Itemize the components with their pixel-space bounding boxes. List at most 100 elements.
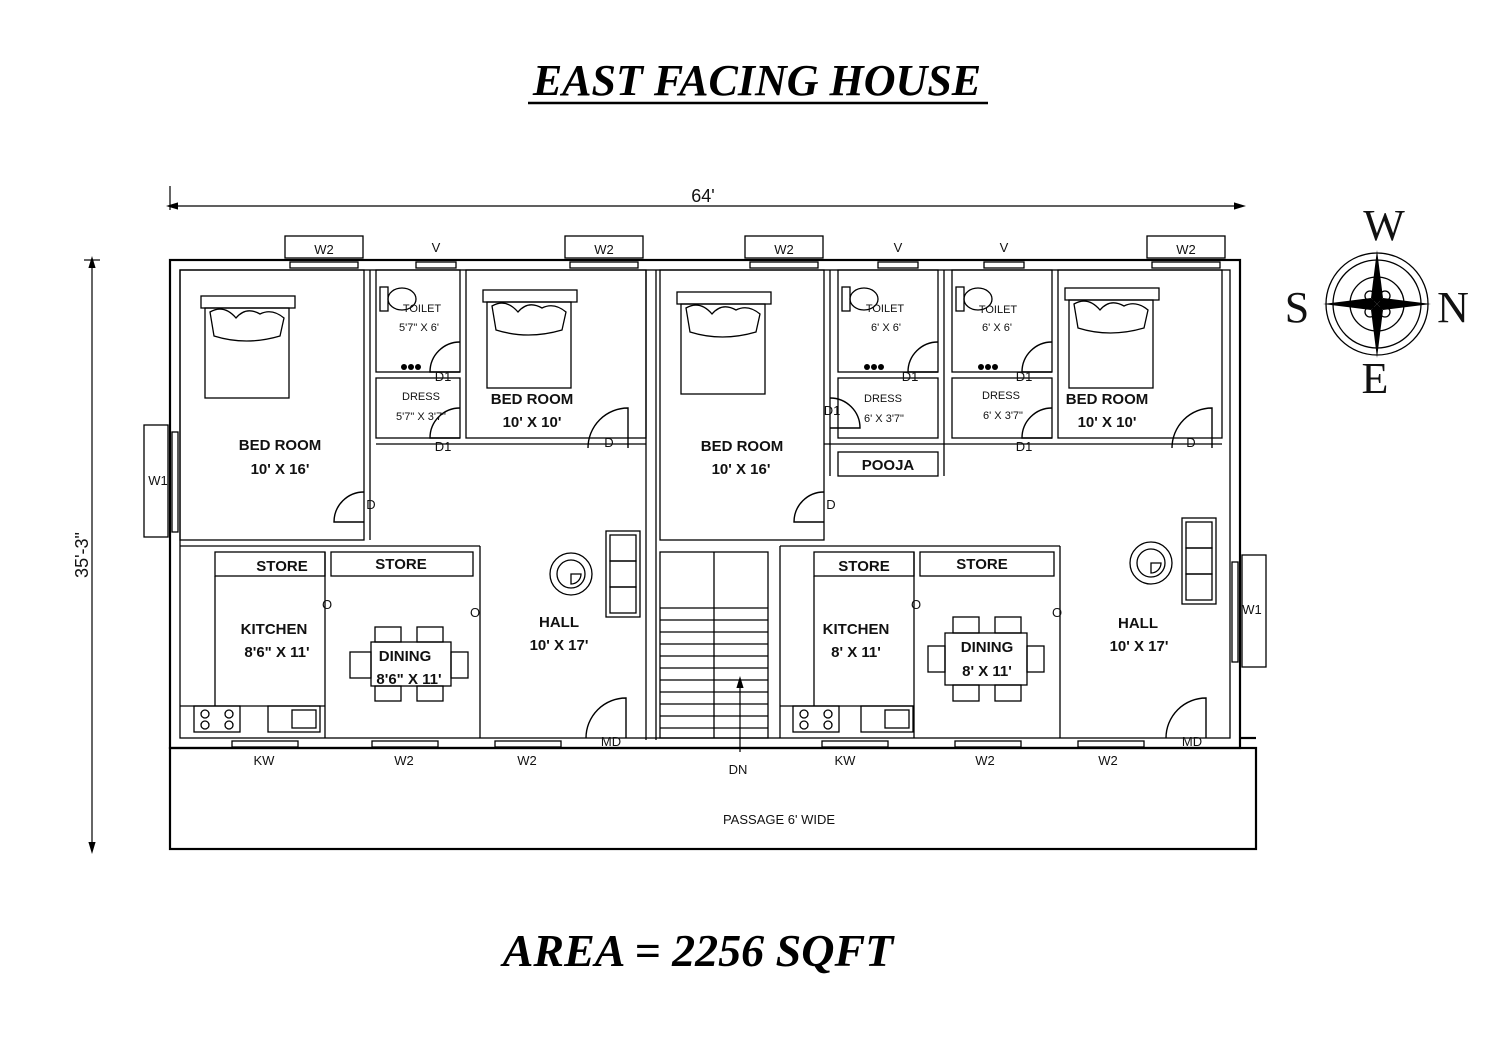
toilet-icon [955,286,993,312]
room-size: 6' X 3'7" [864,413,904,425]
room-name: BED ROOM [239,437,322,454]
depth-dimension: 35'-3" [72,256,100,854]
room-size: 5'7" X 6' [399,322,439,334]
kitchen-sink-icon [860,705,914,733]
bed-icon [1064,287,1160,389]
room-name: STORE [256,558,307,575]
window-label: W2 [774,242,794,257]
compass-west: W [1363,201,1405,250]
area-label: AREA = 2256 SQFT [500,925,895,976]
room-size: 8' X 11' [962,663,1012,680]
door-label: D [1186,435,1195,450]
window-label: W2 [975,753,995,768]
room-name: BED ROOM [491,391,574,408]
room-size: 6' X 6' [982,322,1012,334]
window-label: W1 [148,473,168,488]
door-label: D [604,435,613,450]
window-label: W2 [1176,242,1196,257]
width-label: 64' [691,186,714,206]
passage-label: PASSAGE 6' WIDE [723,812,835,827]
ventilator-label: V [1000,240,1009,255]
sink-icon [401,364,998,370]
room-size: 10' X 10' [1078,414,1137,431]
room-size: 10' X 17' [530,637,589,654]
kitchen-sink-icon [267,705,321,733]
outer-walls [168,258,1258,851]
right-unit-walls [659,269,1223,738]
opening-label: O [911,597,921,612]
opening-label: O [322,597,332,612]
room-name: STORE [375,556,426,573]
window-label: W2 [517,753,537,768]
plant-icon [549,552,593,596]
main-door-label: MD [601,734,621,749]
room-name: HALL [1118,615,1158,632]
door-label: D1 [902,369,919,384]
room-name: BED ROOM [701,438,784,455]
room-name: TOILET [403,303,442,315]
window-label: W1 [1242,602,1262,617]
sofa-icon [605,530,641,618]
room-name: TOILET [866,303,905,315]
main-door-label: MD [1182,734,1202,749]
room-name: STORE [838,558,889,575]
ventilator-label: V [432,240,441,255]
kitchen-window-label: KW [254,753,276,768]
room-name: DRESS [982,390,1020,402]
door-label: D [826,497,835,512]
room-size: 10' X 16' [712,461,771,478]
door-label: D [366,497,375,512]
room-name: POOJA [862,457,915,474]
door-label: D1 [435,439,452,454]
opening-label: O [1052,605,1062,620]
plan-title: EAST FACING HOUSE [532,56,981,105]
room-name: BED ROOM [1066,391,1149,408]
room-size: 10' X 16' [251,461,310,478]
room-size: 8' X 11' [831,644,881,661]
side-windows [143,424,1267,668]
stove-icon [193,705,241,733]
ventilator-label: V [894,240,903,255]
toilet-icon [841,286,879,312]
room-size: 8'6" X 11' [376,671,441,688]
room-size: 6' X 3'7" [983,410,1023,422]
plant-icon [1129,541,1173,585]
top-windows [284,235,1226,269]
door-label: D1 [1016,369,1033,384]
door-label: D1 [1016,439,1033,454]
window-label: W2 [1098,753,1118,768]
window-label: W2 [394,753,414,768]
compass-north: N [1437,283,1469,332]
room-size: 8'6" X 11' [244,644,309,661]
staircase [659,551,769,752]
window-label: W2 [594,242,614,257]
compass-east: E [1362,354,1389,403]
toilet-icon [379,286,417,312]
room-name: KITCHEN [823,621,890,638]
stove-icon [792,705,840,733]
bottom-windows [231,740,1145,748]
room-size: 5'7" X 3'7" [396,411,446,423]
stairs-down-label: DN [729,762,748,777]
window-label: W2 [314,242,334,257]
sofa-icon [1181,517,1217,605]
bed-icon [482,289,578,389]
kitchen-window-label: KW [835,753,857,768]
room-name: HALL [539,614,579,631]
opening-label: O [470,605,480,620]
compass: W S N E [1285,201,1469,403]
room-name: DRESS [402,391,440,403]
room-size: 10' X 10' [503,414,562,431]
door-label: D1 [824,403,841,418]
room-name: STORE [956,556,1007,573]
room-name: DINING [379,648,432,665]
depth-label: 35'-3" [72,532,92,578]
door-label: D1 [435,369,452,384]
bed-icon [200,295,296,399]
room-size: 6' X 6' [871,322,901,334]
room-name: KITCHEN [241,621,308,638]
dining-table-icon [349,626,469,702]
width-dimension: 64' [166,186,1246,210]
room-size: 10' X 17' [1110,638,1169,655]
